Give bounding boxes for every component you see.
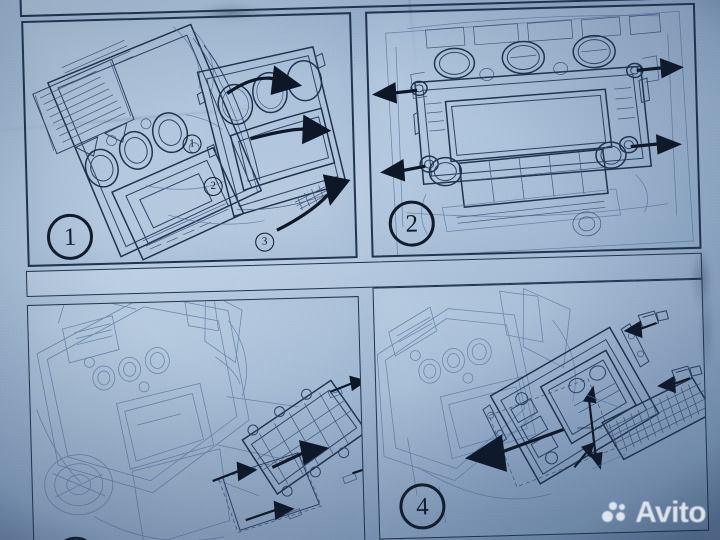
panel-2-arrow-top-left	[372, 82, 418, 104]
panel-3-arrow-1	[329, 375, 365, 393]
panel-1-arrow-bottom	[276, 174, 351, 232]
panel-2-arrow-bottom-right	[630, 134, 683, 155]
panel-3-artwork	[28, 297, 365, 540]
panel-4-arrow-clip-top	[623, 320, 657, 339]
panel-1: 1 2 3 1	[21, 12, 358, 267]
panel-2-artwork	[367, 5, 699, 256]
panel-4-note-arrow	[573, 441, 595, 468]
panel-2-arrow-top-right	[636, 58, 684, 79]
panel-2: 2	[365, 2, 702, 258]
avito-wordmark: Avito	[635, 496, 706, 529]
avito-watermark: Avito	[602, 496, 707, 529]
panel-4-arrow-clip-mid	[657, 375, 691, 394]
panel-2-arrow-bottom-left	[380, 158, 426, 182]
panel-3-arrow-3	[212, 461, 258, 483]
panel-4: Instruction note 4	[372, 278, 710, 540]
panel-4-dimension-arrow	[582, 385, 603, 470]
panel-1-artwork	[23, 14, 355, 265]
avito-logo-icon	[602, 502, 629, 524]
panel-4-arrow-install	[464, 428, 564, 472]
panel-3-arrow-2	[271, 440, 329, 469]
panel-4-artwork	[374, 280, 709, 539]
panel-1-arrow-top	[226, 65, 303, 96]
panel-3: 3	[26, 296, 366, 540]
panel-3-arrow-4	[352, 465, 365, 475]
panel-3-arrow-5	[245, 500, 295, 522]
panel-1-arrow-mid	[250, 114, 332, 145]
